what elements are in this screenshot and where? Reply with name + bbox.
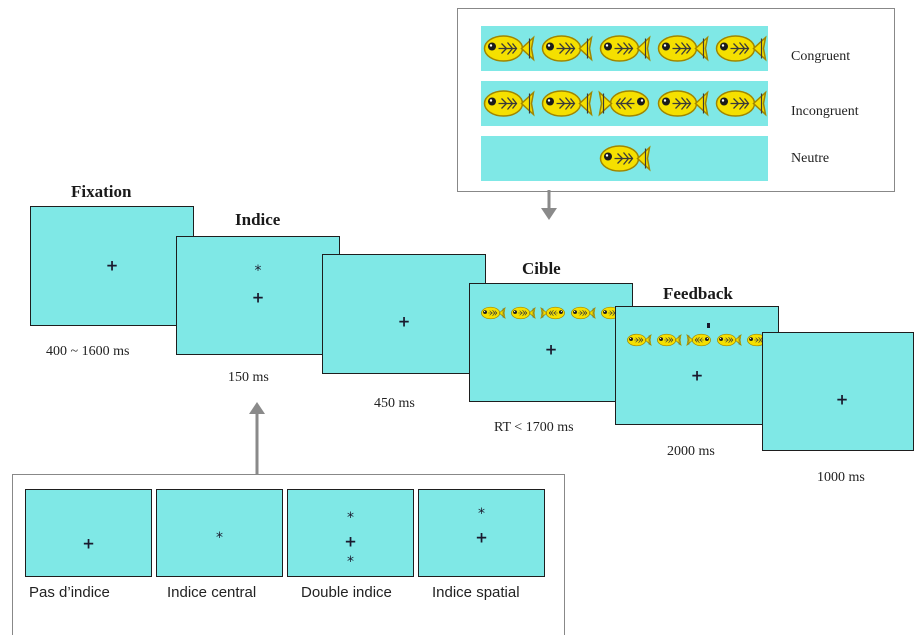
feedback-title: Feedback <box>663 284 733 303</box>
fish-facing-right-icon <box>540 306 565 320</box>
fixation-cross: + <box>544 340 558 359</box>
indice-duration: 150 ms <box>228 370 269 385</box>
fish-facing-left-icon <box>657 90 709 117</box>
cue-central-label: Indice central <box>167 584 257 601</box>
fixation-cross: + <box>475 528 488 547</box>
feedback-screen: + <box>615 306 779 425</box>
fixation-cross: + <box>82 534 95 553</box>
cue-none-screen: + <box>25 489 152 577</box>
cue-asterisk: * <box>478 506 485 522</box>
feedback-duration: 2000 ms <box>667 444 715 459</box>
fish-facing-left-icon <box>541 35 593 62</box>
fish-facing-left-icon <box>715 90 767 117</box>
congruent-fish-row <box>481 26 768 71</box>
arrow-conditions-to-target <box>541 190 557 220</box>
cible-title: Cible <box>522 259 561 278</box>
feedback-fish-row <box>622 332 776 348</box>
fixation-screen: + <box>30 206 194 326</box>
fixation-cross: + <box>344 532 357 551</box>
indice-screen: * + <box>176 236 340 355</box>
cue-none-label: Pas d’indice <box>29 584 110 601</box>
fish-facing-left-icon <box>717 333 742 347</box>
blank-duration: 450 ms <box>374 396 415 411</box>
fish-facing-right-icon <box>686 333 711 347</box>
congruent-band <box>481 26 768 71</box>
cible-screen: + <box>469 283 633 402</box>
incongruent-band <box>481 81 768 126</box>
fixation-cross: + <box>835 390 849 409</box>
final-duration: 1000 ms <box>817 470 865 485</box>
fixation-title: Fixation <box>71 182 132 201</box>
cue-asterisk-bottom: * <box>347 554 354 570</box>
fish-facing-left-icon <box>483 90 535 117</box>
cue-asterisk: * <box>254 263 262 279</box>
cue-central-screen: * <box>156 489 283 577</box>
blank-screen: + <box>322 254 486 374</box>
congruent-label: Congruent <box>791 49 851 64</box>
incongruent-label: Incongruent <box>791 104 859 119</box>
fish-facing-left-icon <box>481 306 506 320</box>
fixation-cross: + <box>397 312 411 331</box>
fish-facing-left-icon <box>715 35 767 62</box>
fish-facing-left-icon <box>599 145 651 172</box>
cue-spatial-screen: * + <box>418 489 545 577</box>
fish-facing-left-icon <box>657 333 682 347</box>
cue-asterisk: * <box>216 530 223 546</box>
neutral-label: Neutre <box>791 151 830 166</box>
cue-double-screen: * + * <box>287 489 414 577</box>
fish-facing-left-icon <box>599 35 651 62</box>
feedback-mark <box>707 323 710 328</box>
fixation-cross: + <box>251 288 265 307</box>
arrow-cues-to-indice <box>249 402 265 474</box>
fish-facing-left-icon <box>511 306 536 320</box>
cue-spatial-label: Indice spatial <box>432 584 520 601</box>
indice-title: Indice <box>235 210 281 229</box>
fixation-cross: + <box>105 256 119 275</box>
final-screen: + <box>762 332 914 451</box>
fixation-cross: + <box>690 366 704 385</box>
fish-facing-left-icon <box>541 90 593 117</box>
fish-facing-left-icon <box>627 333 652 347</box>
fish-facing-left-icon <box>657 35 709 62</box>
cue-double-label: Double indice <box>301 584 392 601</box>
incongruent-fish-row <box>481 81 768 126</box>
fish-facing-left-icon <box>483 35 535 62</box>
cible-duration: RT < 1700 ms <box>494 420 574 435</box>
neutral-band <box>481 136 768 181</box>
fish-facing-right-icon <box>598 90 650 117</box>
neutral-fish-row <box>481 136 768 181</box>
target-fish-row <box>476 305 630 321</box>
cue-asterisk-top: * <box>347 510 354 526</box>
fish-facing-left-icon <box>571 306 596 320</box>
fixation-duration: 400 ~ 1600 ms <box>46 344 130 359</box>
